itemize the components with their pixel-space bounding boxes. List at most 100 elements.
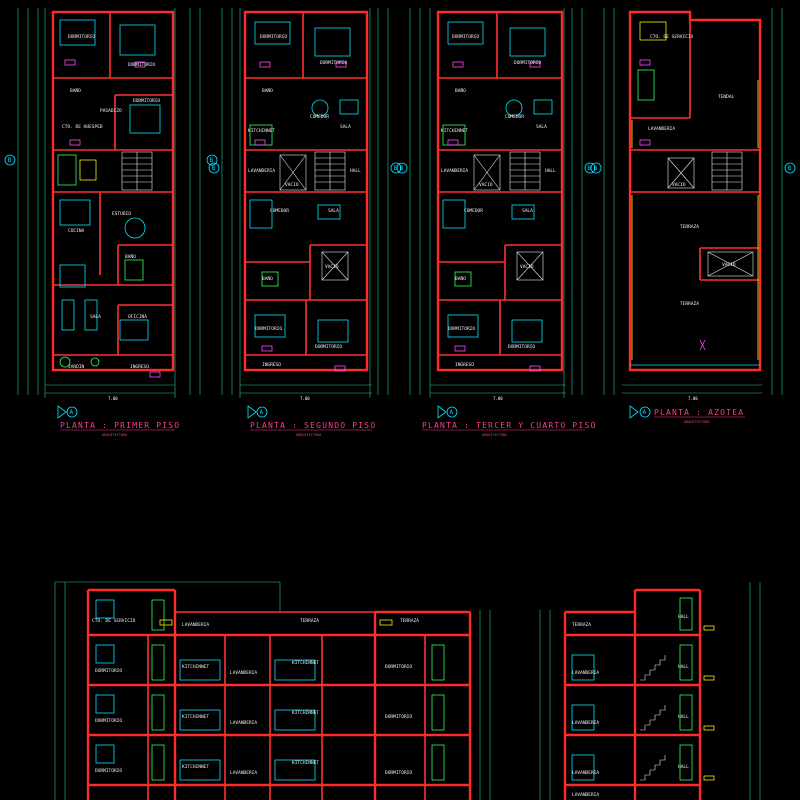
plan-2-stair [279, 151, 349, 281]
room-label: DORMITORIO [448, 326, 475, 332]
plan-roof: CTO. DE SERVICIO TENDAL LAVANDERIA VACIO… [590, 8, 796, 424]
section-label: LAVANDERIA [572, 720, 599, 726]
plan-4-room-labels: CTO. DE SERVICIO TENDAL LAVANDERIA VACIO… [648, 34, 736, 307]
room-label: DORMITORIO [452, 34, 479, 40]
plan-2-title: PLANTA : SEGUNDO PISO [250, 421, 376, 430]
room-label: DORMITORIO [128, 62, 155, 68]
plan-third-fourth-floor: DORMITORIO DORMITORIO BAÑO COMEDOR SALA … [396, 8, 596, 437]
room-label: COMEDOR [505, 114, 524, 120]
room-label: INGRESO [262, 362, 281, 368]
plan-3-stair [473, 151, 544, 281]
section-right-labels: TERRAZA LAVANDERIA HALL LAVANDERIA HALL … [572, 614, 689, 798]
plan-1-title-block: A PLANTA : PRIMER PISO ARQUITECTURA [57, 405, 180, 437]
section-label: LAVANDERIA [572, 770, 599, 776]
room-label: BAÑO [70, 87, 81, 94]
plan-4-title: PLANTA : AZOTEA [654, 408, 744, 417]
room-label: DORMITORIO [315, 344, 342, 350]
room-label: TENDAL [718, 94, 735, 100]
section-left-labels: CTO. DE SERVICIO LAVANDERIA TERRAZA TERR… [92, 618, 419, 776]
room-label: DORMITORIO [320, 60, 347, 66]
section-label: DORMITORIO [95, 718, 122, 724]
plan-4-stair [667, 151, 754, 277]
axis-marker: B [212, 165, 216, 172]
section-right-dimension-lines [539, 582, 761, 800]
room-label: VACIO [479, 182, 493, 188]
room-label: HALL [545, 168, 556, 174]
plan-4-axis-markers: B B [590, 162, 796, 174]
plan-1-room-labels: DORMITORIO DORMITORIO DORMITORIO CTO. DE… [62, 34, 160, 370]
room-label: INGRESO [455, 362, 474, 368]
room-label: TERRAZA [680, 224, 699, 230]
plan-1-outer-wall [51, 10, 175, 372]
room-label: DORMITORIO [133, 98, 160, 104]
plan-1-axis-markers: B B [4, 154, 218, 166]
section-label: CTO. DE SERVICIO [92, 618, 136, 624]
room-label: BAÑO [262, 275, 273, 282]
axis-marker: B [588, 165, 592, 172]
room-label: VACIO [520, 264, 534, 270]
room-label: ESTUDIO [112, 211, 131, 217]
room-label: SALA [522, 208, 533, 214]
section-marker: A [643, 409, 647, 416]
room-label: BAÑO [455, 87, 466, 94]
room-label: BAÑO [125, 253, 136, 260]
plan-1-width-dimension: 7.00 [108, 396, 118, 401]
room-label: PASADIZO [100, 108, 122, 114]
section-label: DORMITORIO [385, 770, 412, 776]
room-label: COMEDOR [310, 114, 329, 120]
section-label: KITCHINNET [292, 710, 319, 716]
section-label: HALL [678, 614, 689, 620]
room-label: CTO. DE SERVICIO [650, 34, 694, 40]
plan-1-title: PLANTA : PRIMER PISO [60, 421, 180, 430]
room-label: LAVANDERIA [441, 168, 468, 174]
plan-4-dimension-lines [603, 8, 783, 395]
plan-4-interior-walls [630, 20, 760, 281]
room-label: JARDIN [68, 364, 85, 370]
section-label: HALL [678, 664, 689, 670]
room-label: INGRESO [130, 364, 149, 370]
room-label: BAÑO [455, 275, 466, 282]
section-label: LAVANDERIA [230, 720, 257, 726]
section-marker: A [70, 409, 74, 416]
room-label: SALA [340, 124, 351, 130]
section-left-dimension-lines [54, 581, 491, 800]
section-label: DORMITORIO [95, 668, 122, 674]
room-label: KITCHINNET [248, 128, 275, 134]
section-label: KITCHINNET [292, 760, 319, 766]
section-right-structure [563, 588, 702, 800]
section-label: DORMITORIO [385, 714, 412, 720]
plan-4-subtitle: ARQUITECTURA [684, 420, 710, 424]
plan-3-outer-wall [436, 10, 564, 372]
plan-2-title-block: A PLANTA : SEGUNDO PISO ARQUITECTURA [247, 405, 376, 437]
section-marker: A [260, 409, 264, 416]
axis-marker: B [394, 165, 398, 172]
axis-marker: B [400, 165, 404, 172]
plan-1-subtitle: ARQUITECTURA [102, 433, 128, 437]
room-label: DORMITORIO [514, 60, 541, 66]
room-label: LAVANDERIA [248, 168, 275, 174]
room-label: BAÑO [262, 87, 273, 94]
section-marker: A [450, 409, 454, 416]
plan-4-outer-wall [628, 10, 762, 372]
plan-1-dimension-lines [17, 8, 201, 398]
room-label: VACIO [325, 264, 339, 270]
section-label: KITCHINNET [182, 764, 209, 770]
section-label: KITCHINNET [182, 714, 209, 720]
plan-2-room-labels: DORMITORIO DORMITORIO BAÑO COMEDOR SALA … [248, 34, 361, 368]
section-label: LAVANDERIA [572, 670, 599, 676]
section-label: KITCHINNET [292, 660, 319, 666]
room-label: KITCHINNET [441, 128, 468, 134]
room-label: VACIO [722, 262, 736, 268]
section-label: LAVANDERIA [182, 622, 209, 628]
plan-1-furniture [57, 19, 161, 378]
section-label: TERRAZA [572, 622, 591, 628]
section-label: LAVANDERIA [572, 792, 599, 798]
room-label: DORMITORIO [508, 344, 535, 350]
plan-3-subtitle: ARQUITECTURA [482, 433, 508, 437]
plan-3-dimension-lines [409, 8, 583, 398]
room-label: CTO. DE HUESPED [62, 124, 103, 130]
room-label: DORMITORIO [255, 326, 282, 332]
section-right: TERRAZA LAVANDERIA HALL LAVANDERIA HALL … [539, 582, 761, 800]
section-label: HALL [678, 764, 689, 770]
